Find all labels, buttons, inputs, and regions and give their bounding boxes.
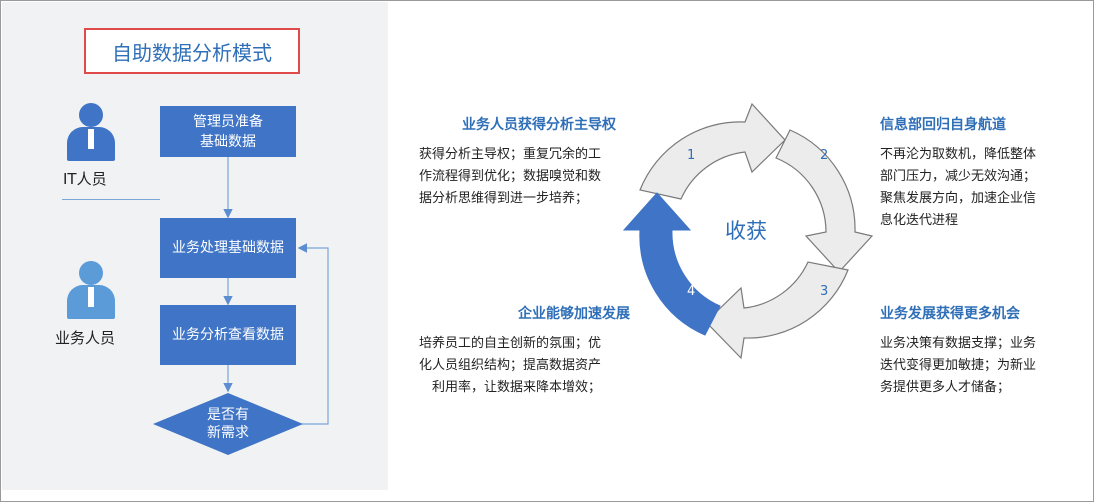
- flow-step-process-data: 业务处理基础数据: [160, 218, 296, 278]
- cycle-number-1: 1: [687, 148, 696, 163]
- flow-step-analyze-data: 业务分析查看数据: [160, 305, 296, 365]
- flow-step-prepare-data: 管理员准备 基础数据: [160, 106, 296, 157]
- cycle-arrow-4: [622, 192, 721, 336]
- business-person-icon: [67, 261, 115, 321]
- panel-title: 自助数据分析模式: [84, 28, 300, 74]
- cycle-arrow-3: [705, 261, 849, 360]
- stage-text-3: 业务决策有数据支撑；业务 迭代变得更加敏捷；为新业 务提供更多人才储备；: [880, 336, 1037, 395]
- role-label-it: IT人员: [63, 170, 107, 188]
- cycle-number-2: 2: [820, 148, 829, 163]
- stage-text-4: 培养员工的自主创新的氛围；优 化人员组织结构；提高数据资产 利用率，让数据来降本…: [419, 336, 602, 395]
- stage-text-1: 获得分析主导权；重复冗余的工 作流程得到优化；数据嗅觉和数 据分析思维得到进一步…: [419, 147, 602, 206]
- stage-title-3: 业务发展获得更多机会: [880, 306, 1020, 322]
- cycle-number-4: 4: [687, 284, 696, 299]
- cycle-center-label: 收获: [725, 219, 767, 243]
- decision-diamond: [153, 393, 303, 455]
- flow-step-prepare-line2: 基础数据: [200, 133, 256, 150]
- decision-label: 是否有 新需求: [207, 407, 249, 441]
- stage-title-4: 企业能够加速发展: [518, 306, 630, 322]
- cycle-arrow-2: [775, 129, 874, 273]
- cycle-arrow-1: [639, 102, 786, 200]
- stage-title-1: 业务人员获得分析主导权: [462, 117, 616, 133]
- stage-text-2: 不再沦为取数机，降低整体 部门压力，减少无效沟通； 聚焦发展方向，加速企业信 息…: [880, 147, 1037, 228]
- flow-step-prepare-line1: 管理员准备: [193, 113, 263, 130]
- role-label-business: 业务人员: [55, 329, 116, 347]
- cycle-number-3: 3: [820, 284, 829, 299]
- it-person-icon: [67, 103, 115, 163]
- flow-connectors: [153, 157, 329, 455]
- stage-title-2: 信息部回归自身航道: [880, 117, 1006, 133]
- role-divider: [62, 199, 160, 200]
